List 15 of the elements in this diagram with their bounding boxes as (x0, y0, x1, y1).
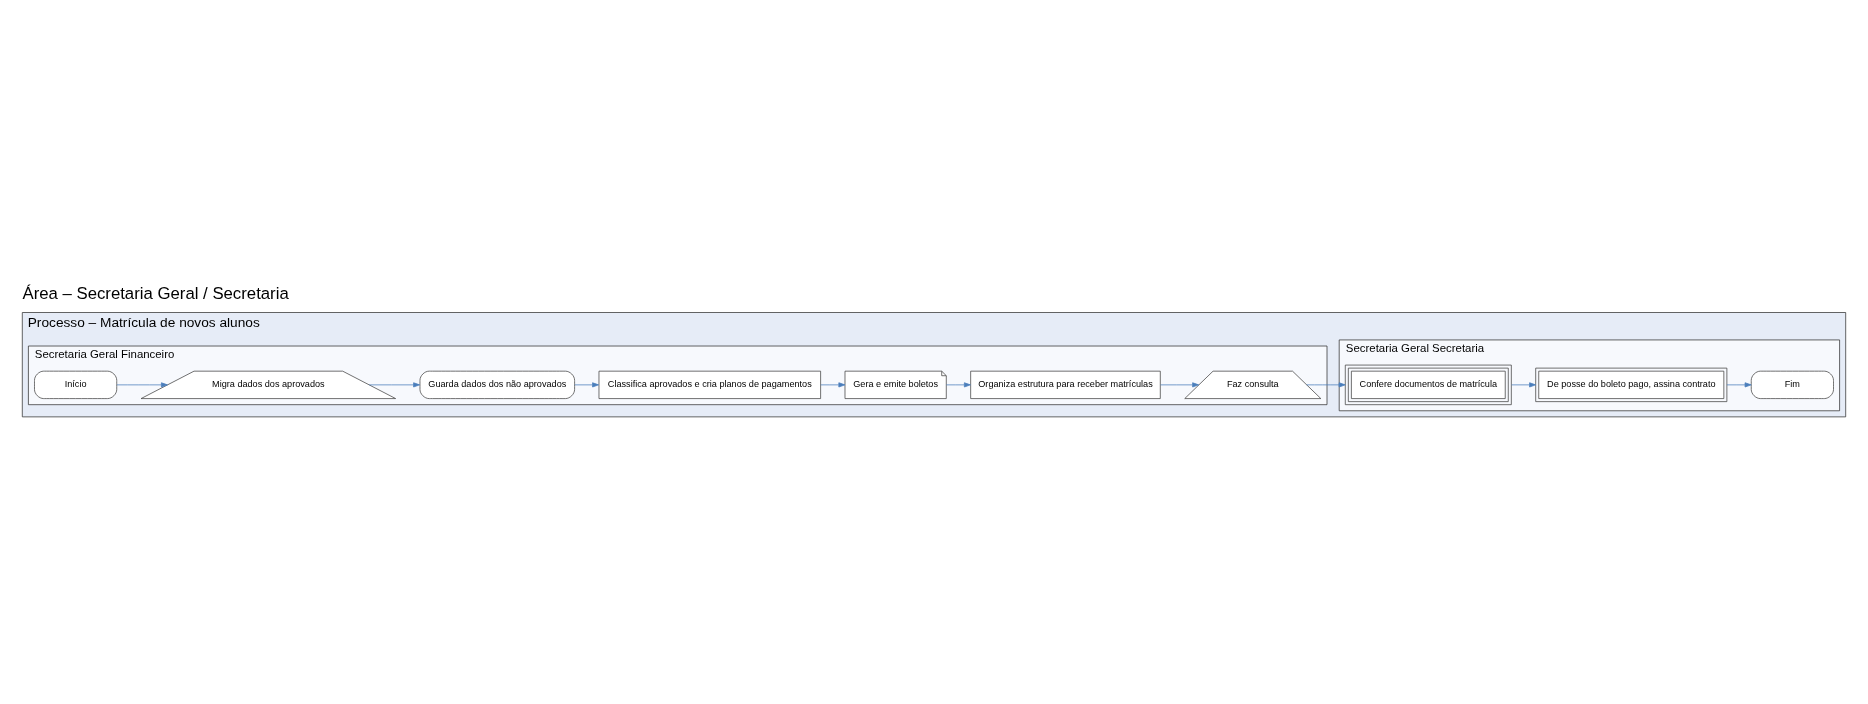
arrow (1726, 381, 1752, 387)
node-box: Fim (1750, 370, 1834, 399)
arrow (116, 381, 168, 387)
node-box: Início (34, 370, 118, 399)
arrow (368, 381, 421, 387)
node-box: Guarda dados dos não aprovados (419, 370, 575, 399)
arrow (1511, 381, 1537, 387)
node-box: Classifica aprovados e cria planos de pagamentos (598, 370, 821, 399)
arrow (1306, 381, 1346, 387)
arrow (946, 381, 971, 387)
arrow (574, 381, 599, 387)
diagram-title: Área – Secretaria Geral / Secretaria (22, 283, 289, 302)
arrow (820, 381, 846, 387)
node-box: Organiza estrutura para receber matrículas (970, 370, 1161, 399)
arrow (1160, 381, 1200, 387)
